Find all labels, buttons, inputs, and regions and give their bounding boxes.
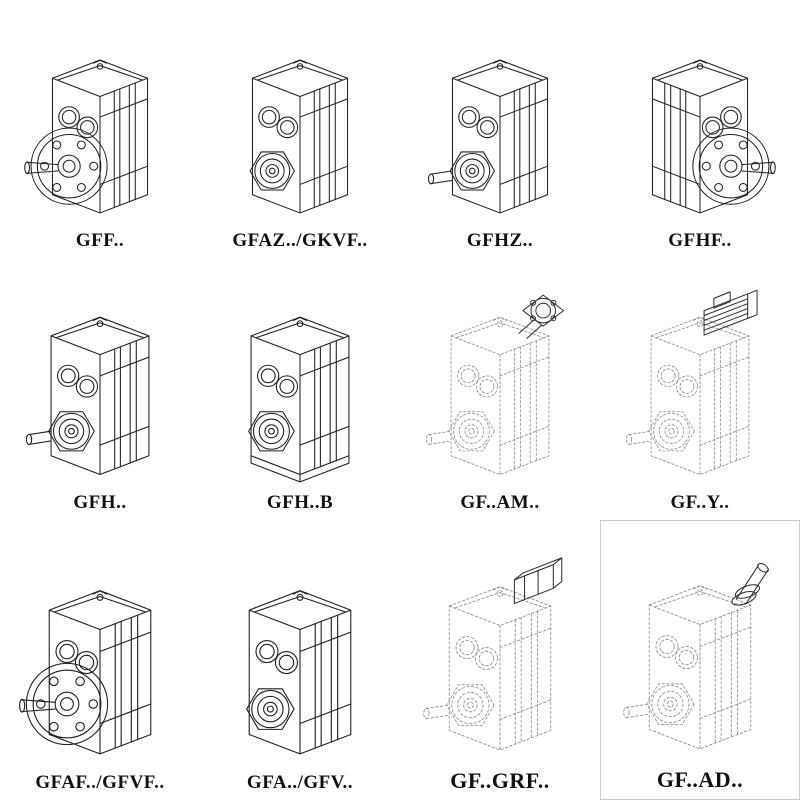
gearbox-flange-mounted-drawing	[19, 590, 152, 755]
gearbox-cell: GFA../GFV..	[200, 520, 400, 800]
gearbox-label: GFHZ..	[466, 230, 534, 251]
gearbox-cell: GFAF../GFVF..	[0, 520, 200, 800]
gearbox-cell: GFHZ..	[400, 0, 600, 258]
gearbox-shaft-mounted-drawing	[246, 590, 352, 755]
gearbox-flange-mounted-drawing	[24, 59, 149, 214]
gearbox-cell: GF..GRF..	[400, 520, 600, 800]
gearbox-cell: GF..AM..	[400, 258, 600, 520]
gearbox-cell: GFHF..	[600, 0, 800, 258]
gearbox-hollow-shaft-flange-drawing	[651, 59, 776, 214]
gearbox-cell: GFAZ../GKVF..	[200, 0, 400, 258]
gearbox-cell: GFH..	[0, 258, 200, 520]
gearbox-hollow-shaft-drawing	[428, 59, 549, 214]
gearbox-cell: GFF..	[0, 0, 200, 258]
gearbox-label: GFAF../GFVF..	[35, 772, 165, 793]
gearbox-cell: GF..AD..	[600, 520, 800, 800]
gearbox-input-shaft-adapter-drawing	[623, 561, 771, 750]
gearbox-hollow-shaft-drawing	[25, 316, 150, 476]
gearbox-with-motor-drawing	[626, 289, 758, 475]
gearbox-label: GF..GRF..	[450, 768, 550, 793]
gearbox-label: GF..AD..	[656, 767, 744, 792]
gearbox-label: GFF..	[75, 230, 125, 251]
gearbox-label: GFH..	[73, 492, 127, 513]
gearbox-cover-unit-drawing	[423, 557, 563, 751]
gearbox-label: GF..Y..	[670, 492, 730, 513]
gearbox-shaft-mounted-drawing	[249, 59, 349, 214]
gearbox-label: GFA../GFV..	[246, 772, 354, 793]
gearbox-cell: GF..Y..	[600, 258, 800, 520]
gearbox-cell: GFH..B	[200, 258, 400, 520]
gearbox-label: GFHF..	[668, 230, 732, 251]
gearbox-iec-adapter-drawing	[426, 294, 565, 475]
gearbox-label: GF..AM..	[460, 492, 540, 513]
gearbox-label: GFH..B	[266, 492, 334, 513]
gearbox-hollow-shaft-foot-drawing	[248, 316, 350, 483]
gearbox-label: GFAZ../GKVF..	[232, 230, 368, 251]
